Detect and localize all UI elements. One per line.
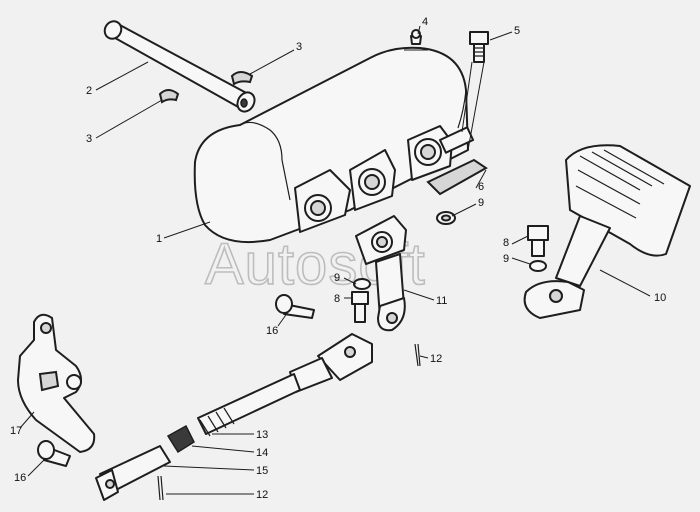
callout-15: 15 [256, 465, 268, 477]
callout-5: 5 [514, 25, 520, 37]
callout-17: 17 [10, 425, 22, 437]
callout-10: 10 [654, 292, 666, 304]
callout-9-right: 9 [503, 253, 509, 265]
callout-9-upper: 9 [478, 197, 484, 209]
callout-8-right: 8 [503, 237, 509, 249]
callout-6: 6 [478, 181, 484, 193]
callout-3-lower: 3 [86, 133, 92, 145]
adjusting-rod-assembly [95, 333, 373, 501]
callout-12-upper: 12 [430, 353, 442, 365]
lever-part-11 [355, 215, 407, 332]
callout-8-left: 8 [334, 293, 340, 305]
bracket-housing-part-1 [193, 46, 475, 244]
callout-2: 2 [86, 85, 92, 97]
washer-part-9 [436, 211, 456, 225]
crank-arm-part-17 [17, 313, 96, 453]
cotter-pin-part-12-lower [157, 475, 164, 501]
pin-part-2 [103, 20, 256, 113]
callout-3-upper: 3 [296, 41, 302, 53]
bolt-part-8-lever [351, 291, 369, 323]
callout-11: 11 [436, 295, 447, 307]
callout-9-left: 9 [334, 272, 340, 284]
washer-part-9-pedal [529, 260, 547, 272]
key-part-3-upper [230, 71, 254, 86]
callout-16-lower: 16 [14, 472, 26, 484]
leader-lines [19, 25, 651, 495]
key-part-3-lower [158, 89, 180, 104]
bolt-part-5 [469, 31, 489, 63]
pedal-part-10 [523, 144, 691, 319]
callout-16-upper: 16 [266, 325, 278, 337]
cotter-pin-part-12-upper [414, 343, 421, 367]
washer-part-9-lever [353, 278, 371, 290]
callout-4: 4 [422, 16, 428, 28]
callout-13: 13 [256, 429, 268, 441]
pin-part-16-upper [275, 294, 315, 319]
plate-part-6 [426, 158, 488, 196]
callout-14: 14 [256, 447, 268, 459]
callout-labels: 1 2 3 3 4 5 6 9 8 9 10 9 8 11 12 16 17 1… [10, 16, 666, 501]
bolt-part-8-pedal [527, 225, 549, 257]
callout-12-lower: 12 [256, 489, 268, 501]
pin-part-16-lower [37, 440, 71, 467]
callout-1: 1 [156, 233, 162, 245]
